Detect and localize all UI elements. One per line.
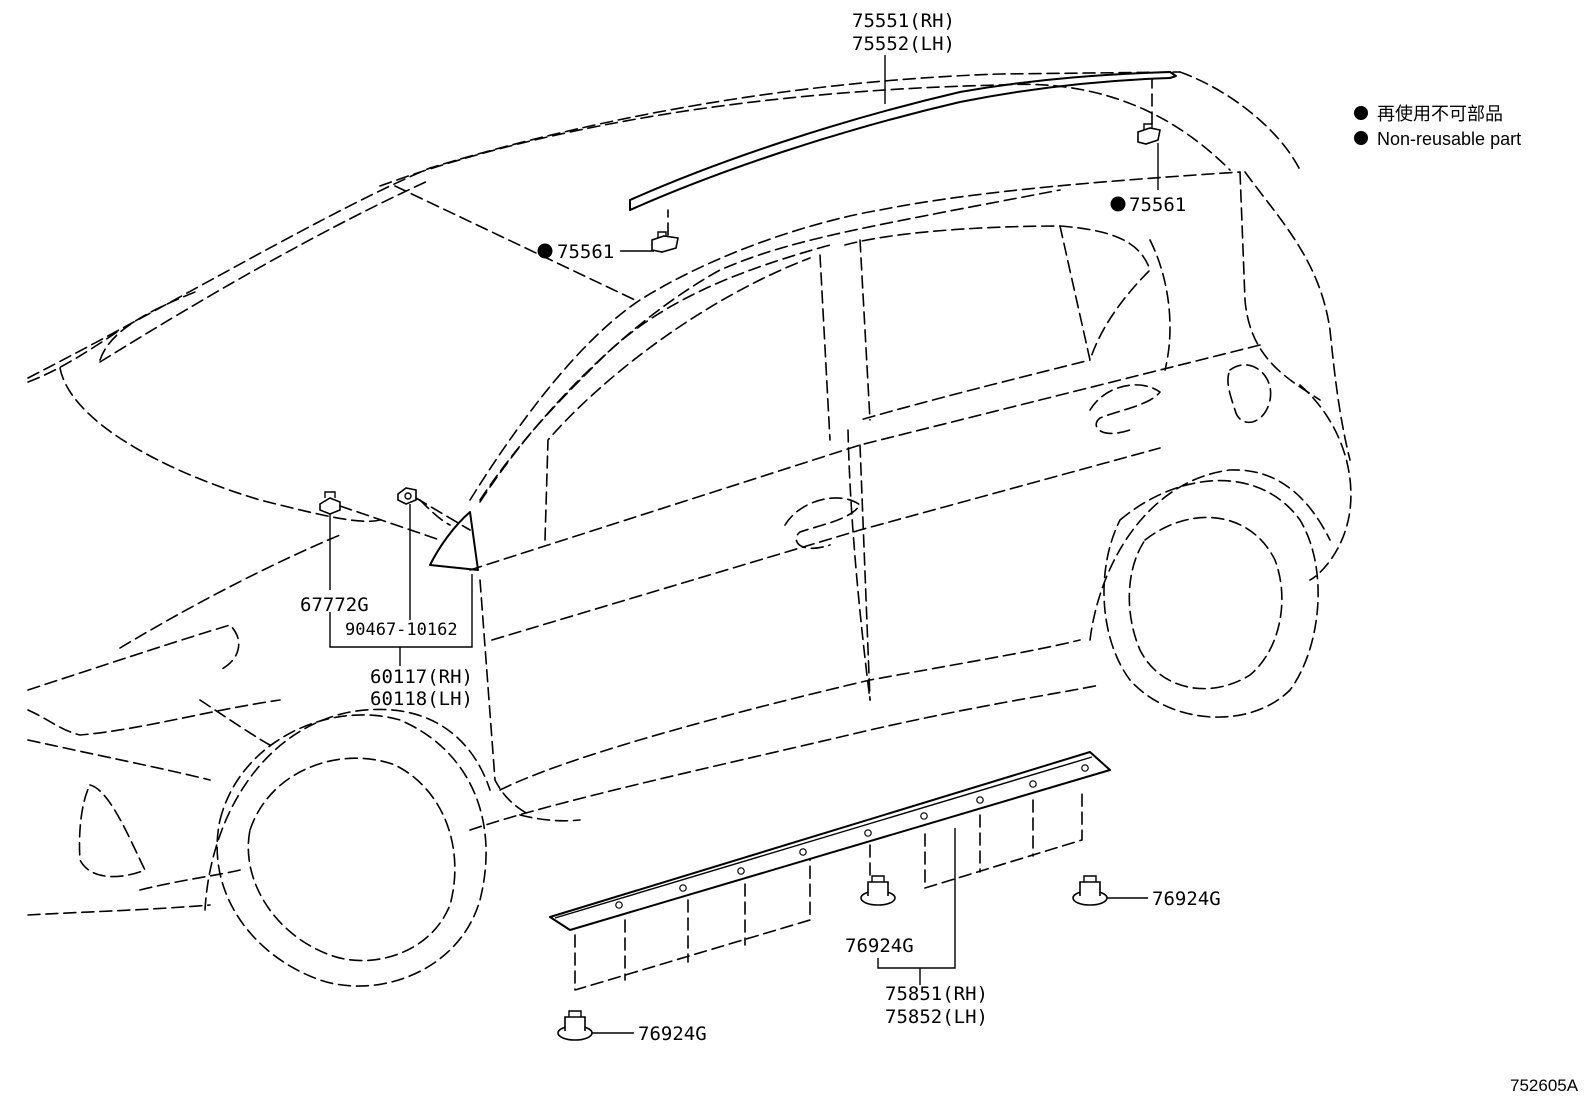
bolt-90467-icon xyxy=(397,487,417,505)
label-clip-76924g-center: 76924G xyxy=(845,935,914,957)
legend-english: Non-reusable part xyxy=(1377,129,1521,149)
roof-clip-front-icon xyxy=(651,231,679,253)
rocker-clip-guides xyxy=(574,789,1083,991)
label-bolt-90467: 90467-10162 xyxy=(345,620,458,640)
label-clip-67772g: 67772G xyxy=(300,594,369,616)
label-roof-moulding-lh: 75552(LH) xyxy=(852,33,955,55)
label-roof-moulding-rh: 75551(RH) xyxy=(852,10,955,32)
legend-japanese: 再使用不可部品 xyxy=(1377,104,1503,124)
rocker-moulding-part xyxy=(549,751,1111,931)
clip-76924g-center-icon xyxy=(860,875,896,906)
leader-lines xyxy=(329,55,1159,1034)
callout-labels: 75551(RH) 75552(LH) 75561 75561 67772G 9… xyxy=(300,10,1221,1045)
label-rocker-lh: 75852(LH) xyxy=(885,1006,988,1028)
diagram-code: 752605A xyxy=(1510,1076,1579,1095)
label-clip-76924g-right: 76924G xyxy=(1152,888,1221,910)
label-clip-76924g-bottom: 76924G xyxy=(638,1023,707,1045)
legend: 再使用不可部品 Non-reusable part xyxy=(1377,104,1521,149)
label-rocker-rh: 75851(RH) xyxy=(885,983,988,1005)
clip-67772g-icon xyxy=(319,491,341,515)
label-cover-lh: 60118(LH) xyxy=(370,688,473,710)
label-roof-clip-front: 75561 xyxy=(557,241,614,263)
roof-moulding-part xyxy=(629,71,1177,211)
clip-76924g-bottom-icon xyxy=(557,1010,593,1041)
clip-76924g-right-icon xyxy=(1072,875,1108,906)
label-cover-rh: 60117(RH) xyxy=(370,666,473,688)
label-roof-clip-rear: 75561 xyxy=(1129,194,1186,216)
roof-clip-rear-icon xyxy=(1137,123,1161,145)
non-reusable-dot-icon xyxy=(537,106,1368,259)
car-body-outline xyxy=(27,71,1352,987)
